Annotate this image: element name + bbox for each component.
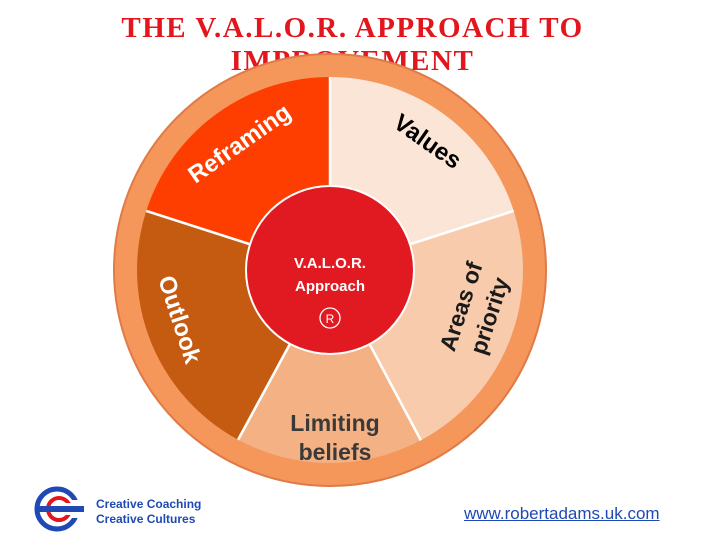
logo-text-line2: Creative Cultures bbox=[96, 512, 196, 526]
creative-coaching-logo-icon bbox=[34, 486, 84, 532]
center-circle bbox=[245, 185, 415, 355]
logo-text-line1: Creative Coaching bbox=[96, 497, 202, 511]
logo-text: Creative Coaching Creative Cultures bbox=[96, 497, 201, 527]
limiting-beliefs-label-line2: beliefs bbox=[299, 439, 372, 465]
website-link[interactable]: www.robertadams.uk.com bbox=[464, 504, 660, 523]
center-mark-circle bbox=[319, 307, 341, 329]
center-label-line1: V.A.L.O.R. bbox=[294, 255, 366, 272]
limiting-beliefs-label-line1: Limiting bbox=[290, 410, 379, 436]
center-label-line2: Approach bbox=[295, 278, 365, 295]
center-mark: R bbox=[326, 312, 335, 326]
